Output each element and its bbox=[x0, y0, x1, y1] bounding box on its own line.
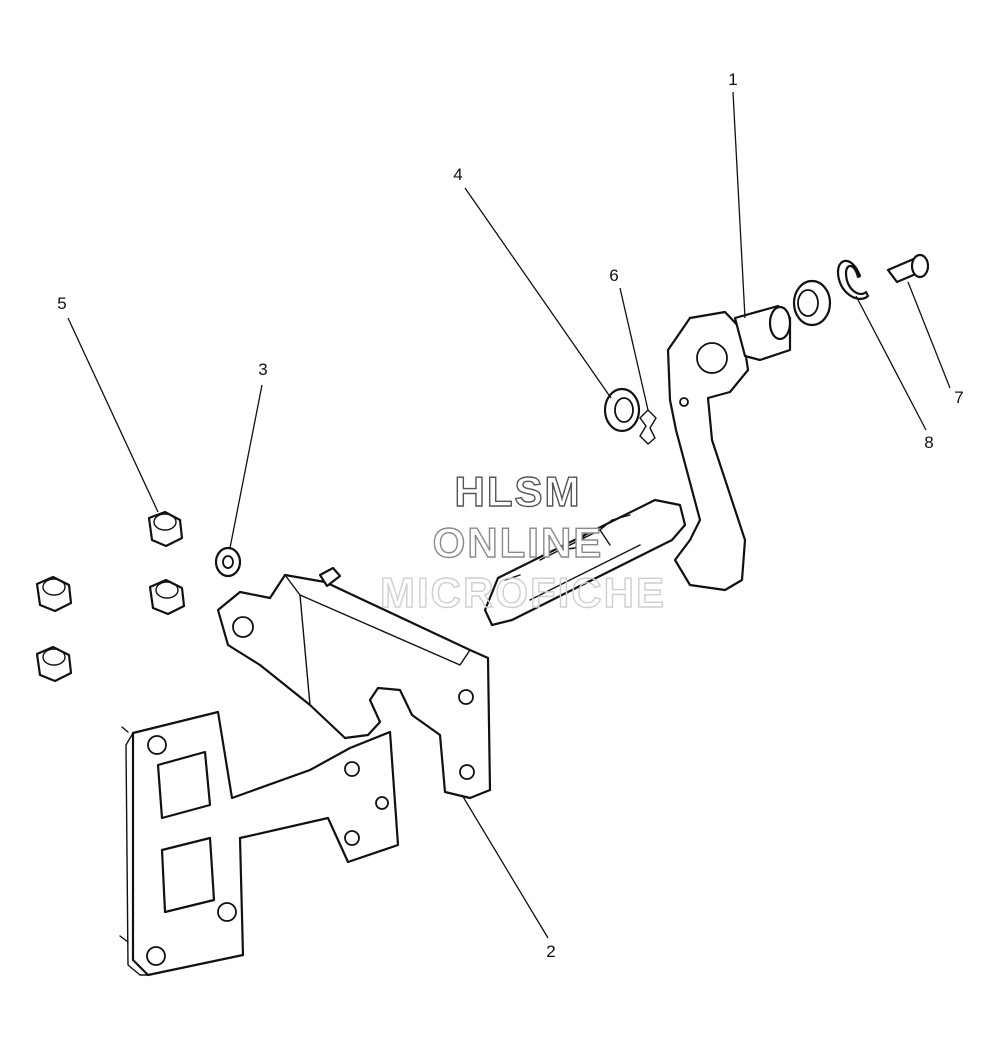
callout-2: 2 bbox=[546, 942, 555, 961]
washer-part-3[interactable] bbox=[214, 546, 242, 578]
callout-6: 6 bbox=[609, 266, 618, 285]
snap-ring-part-8[interactable] bbox=[836, 259, 870, 300]
watermark-line-3: MICROFICHE bbox=[380, 569, 666, 616]
callout-7: 7 bbox=[954, 388, 963, 407]
callout-4: 4 bbox=[453, 165, 462, 184]
callout-8: 8 bbox=[924, 433, 933, 452]
nuts-part-5[interactable] bbox=[35, 510, 186, 683]
bracket-part-2[interactable] bbox=[119, 566, 492, 977]
watermark-line-1: HLSM bbox=[455, 468, 582, 515]
watermark: HLSM ONLINE MICROFICHE bbox=[379, 467, 666, 616]
bushing-part-4[interactable] bbox=[603, 387, 641, 433]
callout-5: 5 bbox=[57, 294, 66, 313]
clip-part-6[interactable] bbox=[639, 409, 657, 445]
pin-part-7[interactable] bbox=[886, 253, 930, 284]
pedal-arm-part-1[interactable] bbox=[483, 304, 792, 627]
callout-labels: 1 2 3 4 5 6 7 8 bbox=[57, 70, 963, 961]
leader-lines bbox=[67, 91, 951, 939]
bushing-right[interactable] bbox=[792, 279, 832, 327]
callout-3: 3 bbox=[258, 360, 267, 379]
watermark-line-2: ONLINE bbox=[433, 519, 604, 566]
callout-1: 1 bbox=[728, 70, 737, 89]
